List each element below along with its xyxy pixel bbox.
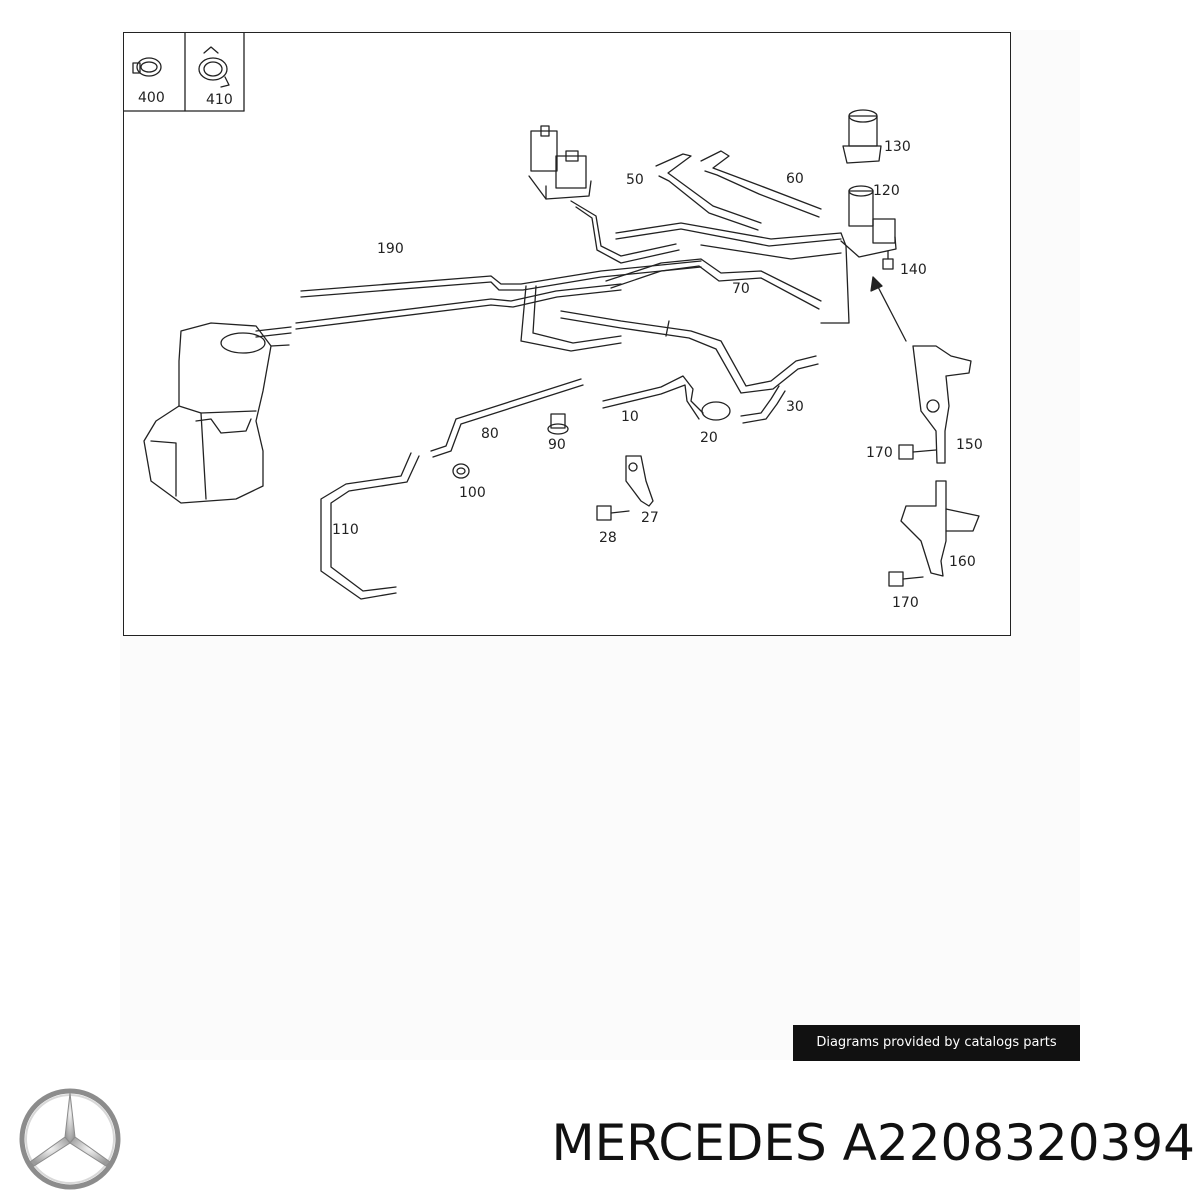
callout-100: 100: [459, 485, 486, 501]
callout-130: 130: [884, 139, 911, 155]
pipe-80: [430, 378, 582, 452]
bracket-27: [625, 455, 654, 507]
callout-28: 28: [599, 530, 617, 546]
callout-50: 50: [626, 172, 644, 188]
grommet-100: [452, 463, 470, 479]
water-valve-120: [840, 185, 897, 258]
bolt-170-upper: [898, 444, 937, 460]
callout-90: 90: [548, 437, 566, 453]
hose-return-inner: [295, 289, 622, 330]
pipe-to-valve: [615, 222, 842, 240]
hose-70: [605, 258, 822, 302]
assembly-guide-lines: [665, 232, 850, 337]
hose-return: [295, 283, 622, 324]
hose-30-inner: [742, 390, 786, 424]
bolt-170-lower: [888, 571, 924, 587]
pipe-to-valve-inner: [615, 228, 842, 247]
hose-60-inner: [704, 170, 820, 218]
callout-20: 20: [700, 430, 718, 446]
hose-190: [300, 260, 702, 292]
brand-name: MERCEDES: [551, 1114, 827, 1172]
hose-30: [740, 385, 780, 417]
hose-u-bend-inner: [532, 285, 622, 344]
spring-clamp-icon: [198, 46, 230, 88]
bolt-28: [596, 505, 630, 521]
hose-190-inner: [300, 266, 702, 298]
cap-90: [547, 413, 569, 435]
bracket-150: [912, 345, 972, 464]
hose-valve-feed-inner: [575, 206, 680, 264]
bracket-160: [900, 480, 980, 577]
callout-150: 150: [956, 437, 983, 453]
pointer-arrow: [875, 282, 907, 342]
hose-50-inner: [658, 175, 759, 231]
callout-27: 27: [641, 510, 659, 526]
hose-clamp-icon: [132, 57, 162, 77]
callout-190: 190: [377, 241, 404, 257]
callout-80: 80: [481, 426, 499, 442]
brand-part-heading: MERCEDES A2208320394: [405, 1110, 1195, 1176]
sensor-140: [882, 250, 894, 270]
callout-30: 30: [786, 399, 804, 415]
parts-diagram: 400 410 190 50 60 130 120 140 70 10 20 3…: [124, 33, 983, 611]
callout-170-lower: 170: [892, 595, 919, 611]
callout-160: 160: [949, 554, 976, 570]
hose-u-bend: [520, 285, 622, 352]
mercedes-star-icon: [19, 1088, 121, 1190]
hose-110: [320, 452, 412, 600]
hose-10-inner: [602, 384, 700, 420]
coolant-reservoir: [143, 322, 292, 504]
hose-clamp-20: [701, 401, 731, 421]
hose-60: [700, 150, 822, 210]
part-number: A2208320394: [842, 1114, 1195, 1172]
callout-170-upper: 170: [866, 445, 893, 461]
water-valve-left: [528, 125, 592, 200]
callout-110: 110: [332, 522, 359, 538]
hose-110-inner: [330, 455, 420, 592]
hose-50: [655, 153, 762, 224]
pipe-thin: [700, 244, 842, 260]
parts-diagram-frame: 400 410 190 50 60 130 120 140 70 10 20 3…: [123, 32, 1011, 636]
legend-label-410: 410: [206, 92, 233, 108]
callout-70: 70: [732, 281, 750, 297]
callout-10: 10: [621, 409, 639, 425]
callout-140: 140: [900, 262, 927, 278]
hose-middle-inner: [560, 317, 819, 394]
pointer-arrowhead: [870, 276, 883, 292]
callout-60: 60: [786, 171, 804, 187]
hose-70-inner: [610, 265, 820, 310]
callout-120: 120: [873, 183, 900, 199]
water-valve-130: [842, 109, 882, 164]
catalog-credit-badge: Diagrams provided by catalogs parts: [793, 1025, 1080, 1061]
pipe-80-inner: [432, 384, 584, 458]
hose-valve-feed: [570, 200, 677, 257]
legend-label-400: 400: [138, 90, 165, 106]
hose-10: [602, 375, 704, 414]
hose-middle: [560, 310, 817, 387]
